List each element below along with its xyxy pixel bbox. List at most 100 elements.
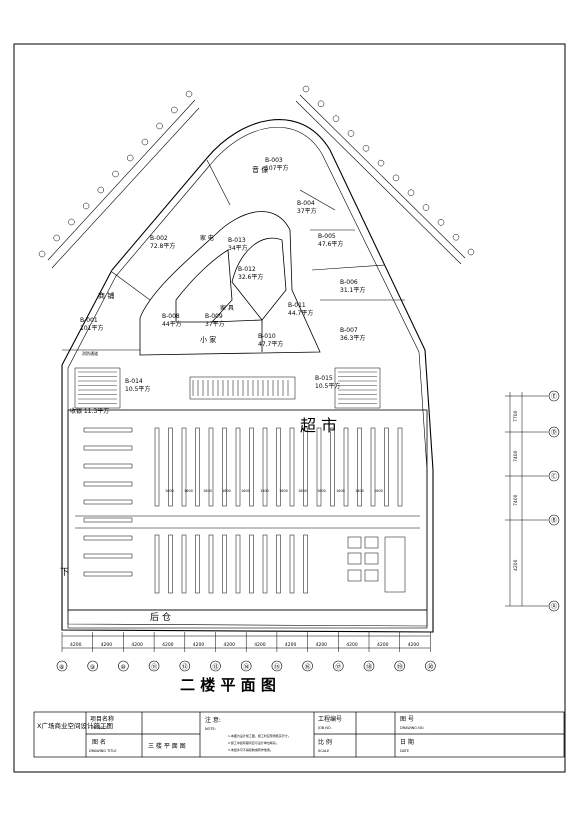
checkout-counter <box>347 569 362 582</box>
unit-area: 31.1平方 <box>340 286 365 294</box>
unit-area: 107平方 <box>265 164 288 172</box>
cashier-label: 收银 11.3平方 <box>70 407 109 415</box>
column-bubble <box>87 660 98 672</box>
axis-bubble <box>362 145 370 152</box>
column-bubble <box>210 660 221 672</box>
column-axis-label: ⑬ <box>213 663 219 671</box>
column-axis-label: ⑭ <box>243 663 249 671</box>
unit-code: B-011 <box>288 302 306 309</box>
shelf-dim: 1600 <box>260 489 269 493</box>
axis-bubble <box>437 219 445 226</box>
company-name: X广场商业空间设计施工图 <box>37 721 113 730</box>
project-no-label: 工程编号 <box>318 715 342 723</box>
warehouse-strip <box>67 609 428 629</box>
corridor-label-e: 家 具 <box>220 304 234 312</box>
axis-bubble <box>82 202 90 210</box>
row-dim: 7400 <box>513 494 519 506</box>
unit-code: B-003 <box>265 157 283 164</box>
corridor-label-a: 商 铺 <box>98 291 114 300</box>
axis-bubble <box>407 189 415 196</box>
corridor-label-c: 家 电 <box>200 234 214 242</box>
column-axis-label: ⑧ <box>59 664 64 671</box>
axis-bubble <box>185 90 193 98</box>
column-dim: 4200 <box>254 642 266 648</box>
shelf-upper <box>330 427 335 507</box>
corridor-label-d: 小 家 <box>200 335 216 344</box>
shelf-dim: 1600 <box>355 489 364 493</box>
row-axis-label: Ⓓ <box>551 429 557 437</box>
axis-bubble <box>112 170 119 178</box>
project-name-en: PROJECT <box>92 726 108 730</box>
column-bubble <box>425 660 436 672</box>
unit-area: 10.5平方 <box>315 382 340 390</box>
supermarket-label: 超 市 <box>300 416 337 435</box>
shelf-dim: 1600 <box>241 489 250 493</box>
notes-text-3: 3.未经许可不得复制或转作他用。 <box>228 747 273 752</box>
shelf-upper <box>397 427 403 507</box>
column-bubble <box>148 660 160 672</box>
column-bubble <box>240 660 252 672</box>
unit-code: B-006 <box>340 279 358 286</box>
shelf-dim: 1600 <box>317 489 326 493</box>
escalators <box>74 367 381 409</box>
notes-text-2: 2.施工中如有疑问应与设计单位联系。 <box>228 740 279 745</box>
diagonal-gridlines-right <box>295 94 466 265</box>
unit-area: 44.7平方 <box>288 309 313 317</box>
ramp-label: 下 <box>60 568 69 578</box>
shelf-dim: 1600 <box>222 489 231 493</box>
unit-code: B-010 <box>258 333 276 340</box>
axis-bubble <box>171 106 178 114</box>
unit-code: B-001 <box>80 317 98 324</box>
sheet-no-label: 图 号 <box>400 716 414 723</box>
row-dim: 4200 <box>513 559 519 571</box>
axis-bubble <box>377 159 385 167</box>
corridor-label-b: 音 像 <box>252 165 268 174</box>
column-bubble <box>179 660 191 672</box>
shelf-dim: 1600 <box>298 489 307 493</box>
notes-en: NOTE: <box>205 727 216 731</box>
wall-shelf <box>83 427 133 433</box>
unit-area: 47.7平方 <box>258 340 283 348</box>
column-axis-label: ⑲ <box>397 663 403 671</box>
column-dim: 4200 <box>162 642 174 648</box>
column-axis-label: ⑫ <box>182 663 188 671</box>
row-bubble <box>548 600 560 612</box>
shelf-lower <box>195 534 200 594</box>
axis-bubble <box>392 174 400 182</box>
column-bubble <box>394 660 406 672</box>
column-dim: 4200 <box>70 642 82 648</box>
shelf-dim: 1600 <box>165 489 174 493</box>
drawing-name-value: 三 楼 平 面 图 <box>148 742 186 750</box>
column-dim: 4200 <box>408 642 420 648</box>
shelf-dim: 1600 <box>203 489 212 493</box>
axis-bubble <box>332 115 340 122</box>
shelf-upper <box>370 427 376 507</box>
shelf-lower <box>208 534 214 594</box>
checkout-counter <box>364 569 379 582</box>
shelf-upper <box>289 427 295 507</box>
wall-shelf <box>83 445 133 451</box>
shelf-lower <box>154 534 160 594</box>
row-axis-label: Ⓒ <box>551 473 557 481</box>
diagonal-axis-bubbles <box>38 85 475 258</box>
shelf-lower <box>168 534 173 594</box>
axis-bubble <box>317 100 325 108</box>
axis-bubble <box>97 186 105 194</box>
axis-bubble <box>126 154 134 162</box>
title-block <box>33 711 565 758</box>
shelf-lower <box>262 534 268 594</box>
drawing-name-label: 图 名 <box>92 738 106 746</box>
island-shops <box>139 211 321 356</box>
column-axis-label: ⑪ <box>151 663 157 671</box>
row-axis-label: Ⓔ <box>551 393 557 401</box>
axis-bubble <box>156 122 163 130</box>
wall-shelf <box>83 463 133 469</box>
fire-pass-label: 消防通道 <box>82 350 98 356</box>
building-outline <box>61 119 434 633</box>
column-bubble <box>271 660 283 672</box>
shelf-dim: 1600 <box>374 489 383 493</box>
wall-shelf <box>83 571 133 577</box>
wall-shelves <box>83 427 133 577</box>
column-axis-label: ⑩ <box>120 664 125 671</box>
column-dim: 4200 <box>193 642 205 648</box>
